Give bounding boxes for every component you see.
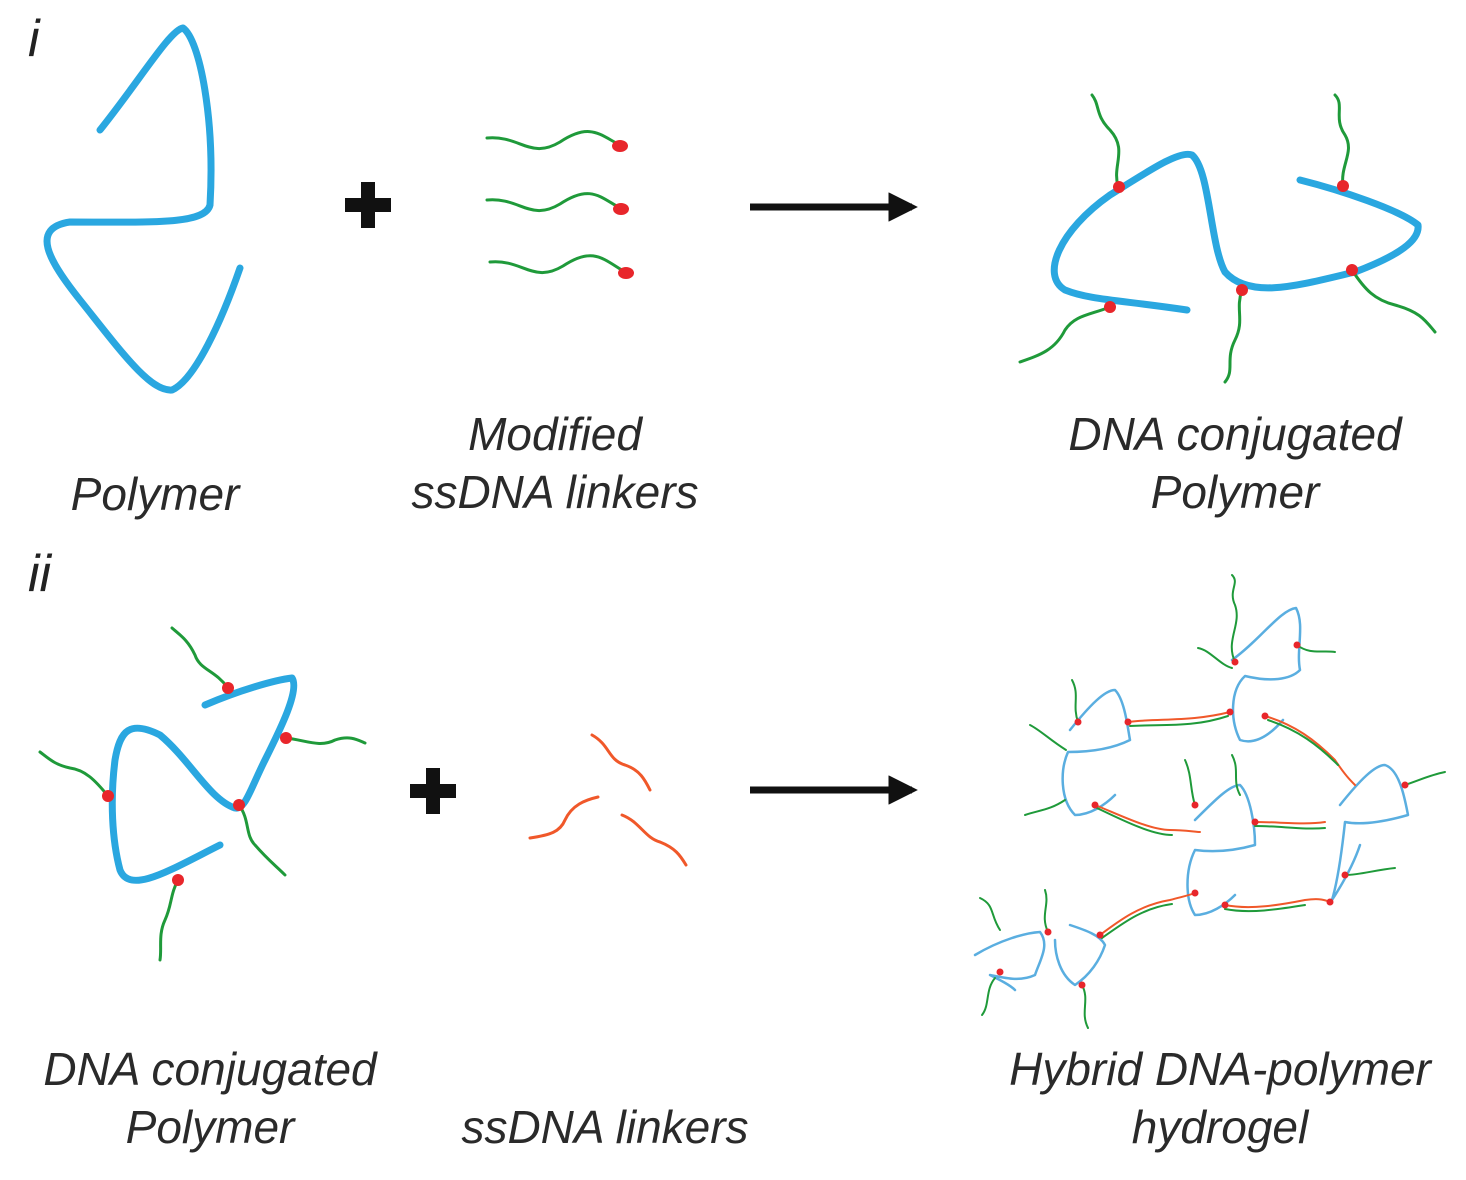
panel-label-i: i [28,10,40,68]
caption-line: DNA conjugated [43,1043,377,1095]
caption-dna-conjugated-polymer-i: DNA conjugated Polymer [1030,405,1440,521]
caption-line: Polymer [125,1101,295,1153]
panel-ii-plus-sign [410,768,456,814]
panel-i-modified-ssdna-linkers [485,130,627,275]
caption-line: Modified [468,408,642,460]
hydrogel-ssdna-strands [979,574,1446,1029]
caption-modified-ssdna-linkers: Modified ssDNA linkers [390,405,720,521]
caption-line: ssDNA linkers [411,466,699,518]
panel-i-conjugation-dots [1104,180,1358,313]
caption-polymer: Polymer [20,465,290,523]
caption-dna-conjugated-polymer-ii: DNA conjugated Polymer [0,1040,420,1156]
panel-ii-conjugated-polymer-strand [108,674,298,884]
panel-i-plus-sign [345,182,391,228]
hydrogel-network [973,574,1446,1029]
hydrogel-crosslinks [1094,711,1356,939]
caption-line: Polymer [70,468,240,520]
caption-line: DNA conjugated [1068,408,1402,460]
caption-line: hydrogel [1131,1101,1309,1153]
panel-ii-conjugated-ssdna-strands [38,626,367,962]
caption-line: ssDNA linkers [461,1101,749,1153]
panel-i-conjugated-polymer-strand [1050,150,1422,314]
caption-ssdna-linkers: ssDNA linkers [430,1098,780,1156]
hydrogel-conjugation-dots [996,641,1409,989]
panel-label-ii: ii [28,545,52,603]
panel-i-conjugated-ssdna-strands [1018,93,1437,384]
caption-line: Hybrid DNA-polymer [1009,1043,1431,1095]
panel-ii-ssdna-linkers [528,733,688,867]
hydrogel-polymer-units [973,606,1410,992]
caption-hybrid-hydrogel: Hybrid DNA-polymer hydrogel [985,1040,1455,1156]
panel-i-linker-end-dots [612,140,634,279]
panel-ii-conjugation-dots [102,682,292,886]
panel-i-polymer-strand [43,24,244,394]
caption-line: Polymer [1150,466,1320,518]
